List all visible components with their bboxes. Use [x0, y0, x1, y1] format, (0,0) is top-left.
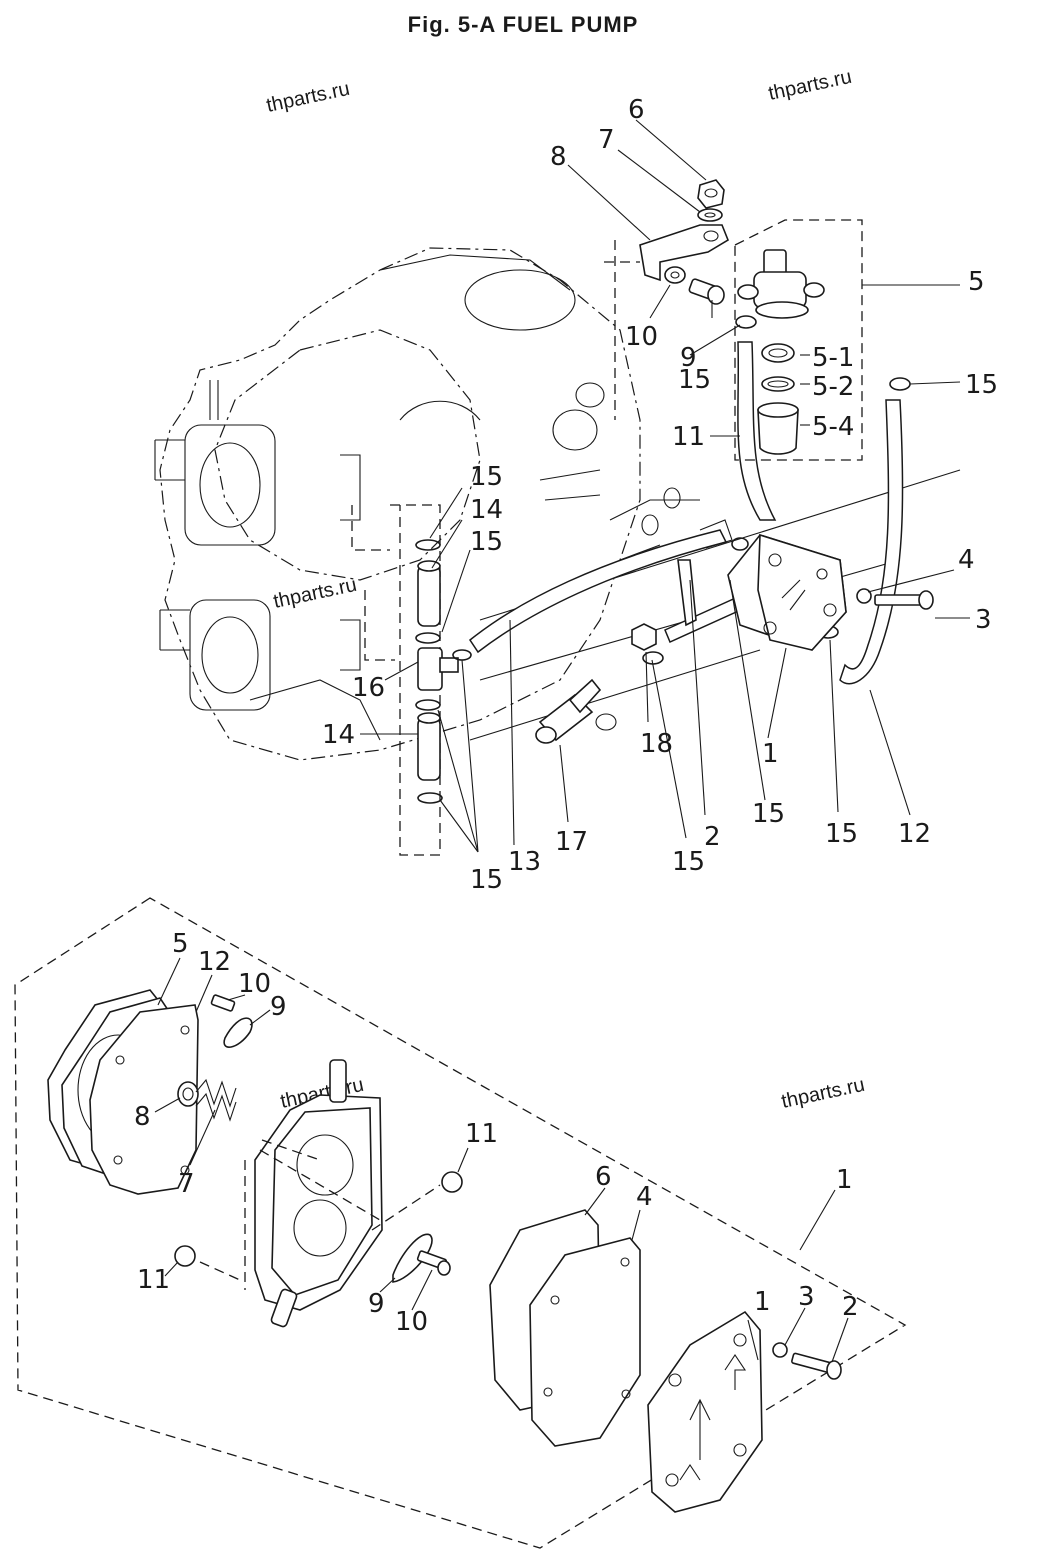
nut-11: [441, 1171, 463, 1193]
callout-5-4: 5-4: [812, 412, 854, 442]
callout-15: 15: [672, 847, 705, 877]
bracket-8: [604, 224, 729, 420]
callout-1: 1: [836, 1165, 853, 1195]
callout-15: 15: [470, 462, 503, 492]
callout-7: 7: [178, 1169, 195, 1199]
pump-cover-1: [647, 1310, 763, 1513]
washer-10: [664, 266, 686, 284]
hose-12: [839, 399, 904, 685]
washer-7: [697, 208, 723, 222]
callout-6: 6: [595, 1162, 612, 1192]
callout-7: 7: [598, 125, 615, 155]
leader-lines-lower: [154, 957, 849, 1363]
fitting-group-bracket: [390, 504, 441, 856]
leader-lines-upper: [360, 119, 970, 853]
fitting-17: [535, 678, 602, 744]
callout-14: 14: [470, 495, 503, 525]
joint-16: [417, 647, 459, 691]
callout-15: 15: [470, 527, 503, 557]
bolt-9: [688, 278, 725, 305]
clip-15: [889, 377, 911, 391]
callout-10: 10: [238, 969, 271, 999]
watermark: thparts.ru: [766, 66, 853, 105]
screw-10-lower: [416, 1250, 451, 1276]
callout-15: 15: [470, 865, 503, 895]
pump-exploded-bracket: [14, 897, 907, 1549]
callout-12: 12: [898, 819, 931, 849]
callout-4: 4: [636, 1182, 653, 1212]
callout-13: 13: [508, 847, 541, 877]
spring-7: [195, 1078, 237, 1122]
callout-15: 15: [965, 370, 998, 400]
callout-5: 5: [968, 267, 985, 297]
callout-16: 16: [352, 673, 385, 703]
fuel-pump-1: [727, 533, 847, 651]
pipe-14-upper: [417, 560, 441, 627]
nut-6: [697, 179, 725, 209]
callout-15: 15: [825, 819, 858, 849]
clip-15: [735, 315, 757, 329]
callout-11: 11: [672, 422, 705, 452]
figure-title: Fig. 5-A FUEL PUMP: [408, 12, 639, 37]
callout-5-1: 5-1: [812, 343, 854, 373]
watermark: thparts.ru: [779, 1074, 866, 1113]
fuel-filter-5: [737, 249, 825, 319]
pin-9-top: [223, 1017, 253, 1048]
washer-3: [772, 1342, 788, 1358]
callout-14: 14: [322, 720, 355, 750]
clip-15: [731, 537, 749, 551]
callout-10: 10: [395, 1307, 428, 1337]
callout-18: 18: [640, 729, 673, 759]
filter-element-5-1: [761, 343, 795, 363]
callout-3: 3: [798, 1282, 815, 1312]
callout-9: 9: [270, 992, 287, 1022]
callout-17: 17: [555, 827, 588, 857]
callout-9: 9: [680, 343, 697, 373]
short-hose: [664, 594, 746, 644]
nut-18: [631, 623, 657, 651]
callout-11: 11: [465, 1119, 498, 1149]
pump-body: [254, 1059, 383, 1328]
callout-12: 12: [198, 947, 231, 977]
callout-15: 15: [678, 365, 711, 395]
callout-10: 10: [625, 322, 658, 352]
callout-8: 8: [134, 1102, 151, 1132]
callout-11: 11: [137, 1265, 170, 1295]
callout-6: 6: [628, 95, 645, 125]
screw-2: [791, 1352, 842, 1380]
callout-1: 1: [754, 1287, 771, 1317]
engine-block-outline: [154, 247, 961, 761]
valve-8: [177, 1081, 199, 1107]
callout-2: 2: [704, 822, 721, 852]
bracket-2: [677, 559, 697, 627]
screw-3: [874, 590, 934, 610]
pin-9-lower: [392, 1233, 433, 1283]
filter-assembly-bracket: [734, 219, 863, 461]
callout-8: 8: [550, 142, 567, 172]
o-ring-5-2: [761, 376, 795, 392]
diaphragm-4: [529, 1237, 641, 1447]
callout-5-2: 5-2: [812, 372, 854, 402]
callout-2: 2: [842, 1292, 859, 1322]
screw-10-top: [210, 994, 236, 1012]
callout-9: 9: [368, 1289, 385, 1319]
washer-4: [856, 588, 872, 604]
watermark: thparts.ru: [271, 574, 358, 613]
diaphragm-12: [89, 1004, 199, 1195]
nut-11: [174, 1245, 196, 1267]
callout-3: 3: [975, 605, 992, 635]
hose-11: [737, 341, 777, 521]
filter-cup-5-4: [757, 402, 799, 455]
callout-15: 15: [752, 799, 785, 829]
pipe-14-lower: [417, 712, 441, 781]
callout-1: 1: [762, 739, 779, 769]
callout-5: 5: [172, 929, 189, 959]
callout-4: 4: [958, 545, 975, 575]
watermark: thparts.ru: [264, 78, 351, 117]
